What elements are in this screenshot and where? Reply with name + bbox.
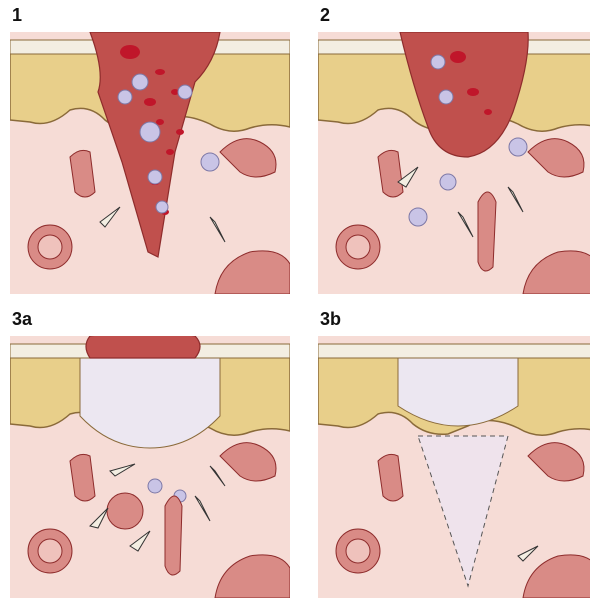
wound-illustration [318, 336, 590, 598]
panel-label: 1 [12, 4, 22, 26]
scab [86, 336, 200, 358]
stratum-corneum [318, 344, 590, 358]
wound-illustration [318, 32, 590, 294]
panel-label: 3a [12, 308, 32, 330]
panel-stage-2: 2 [318, 4, 590, 266]
panel-stage-1: 1 [10, 4, 290, 266]
panel-stage-3a: 3a [10, 308, 290, 570]
wound-illustration [10, 336, 290, 598]
wound-illustration [10, 32, 290, 294]
panel-stage-3b: 3b [318, 308, 590, 570]
healed-epidermis [398, 358, 518, 426]
panel-label: 2 [320, 4, 330, 26]
panel-label: 3b [320, 308, 341, 330]
